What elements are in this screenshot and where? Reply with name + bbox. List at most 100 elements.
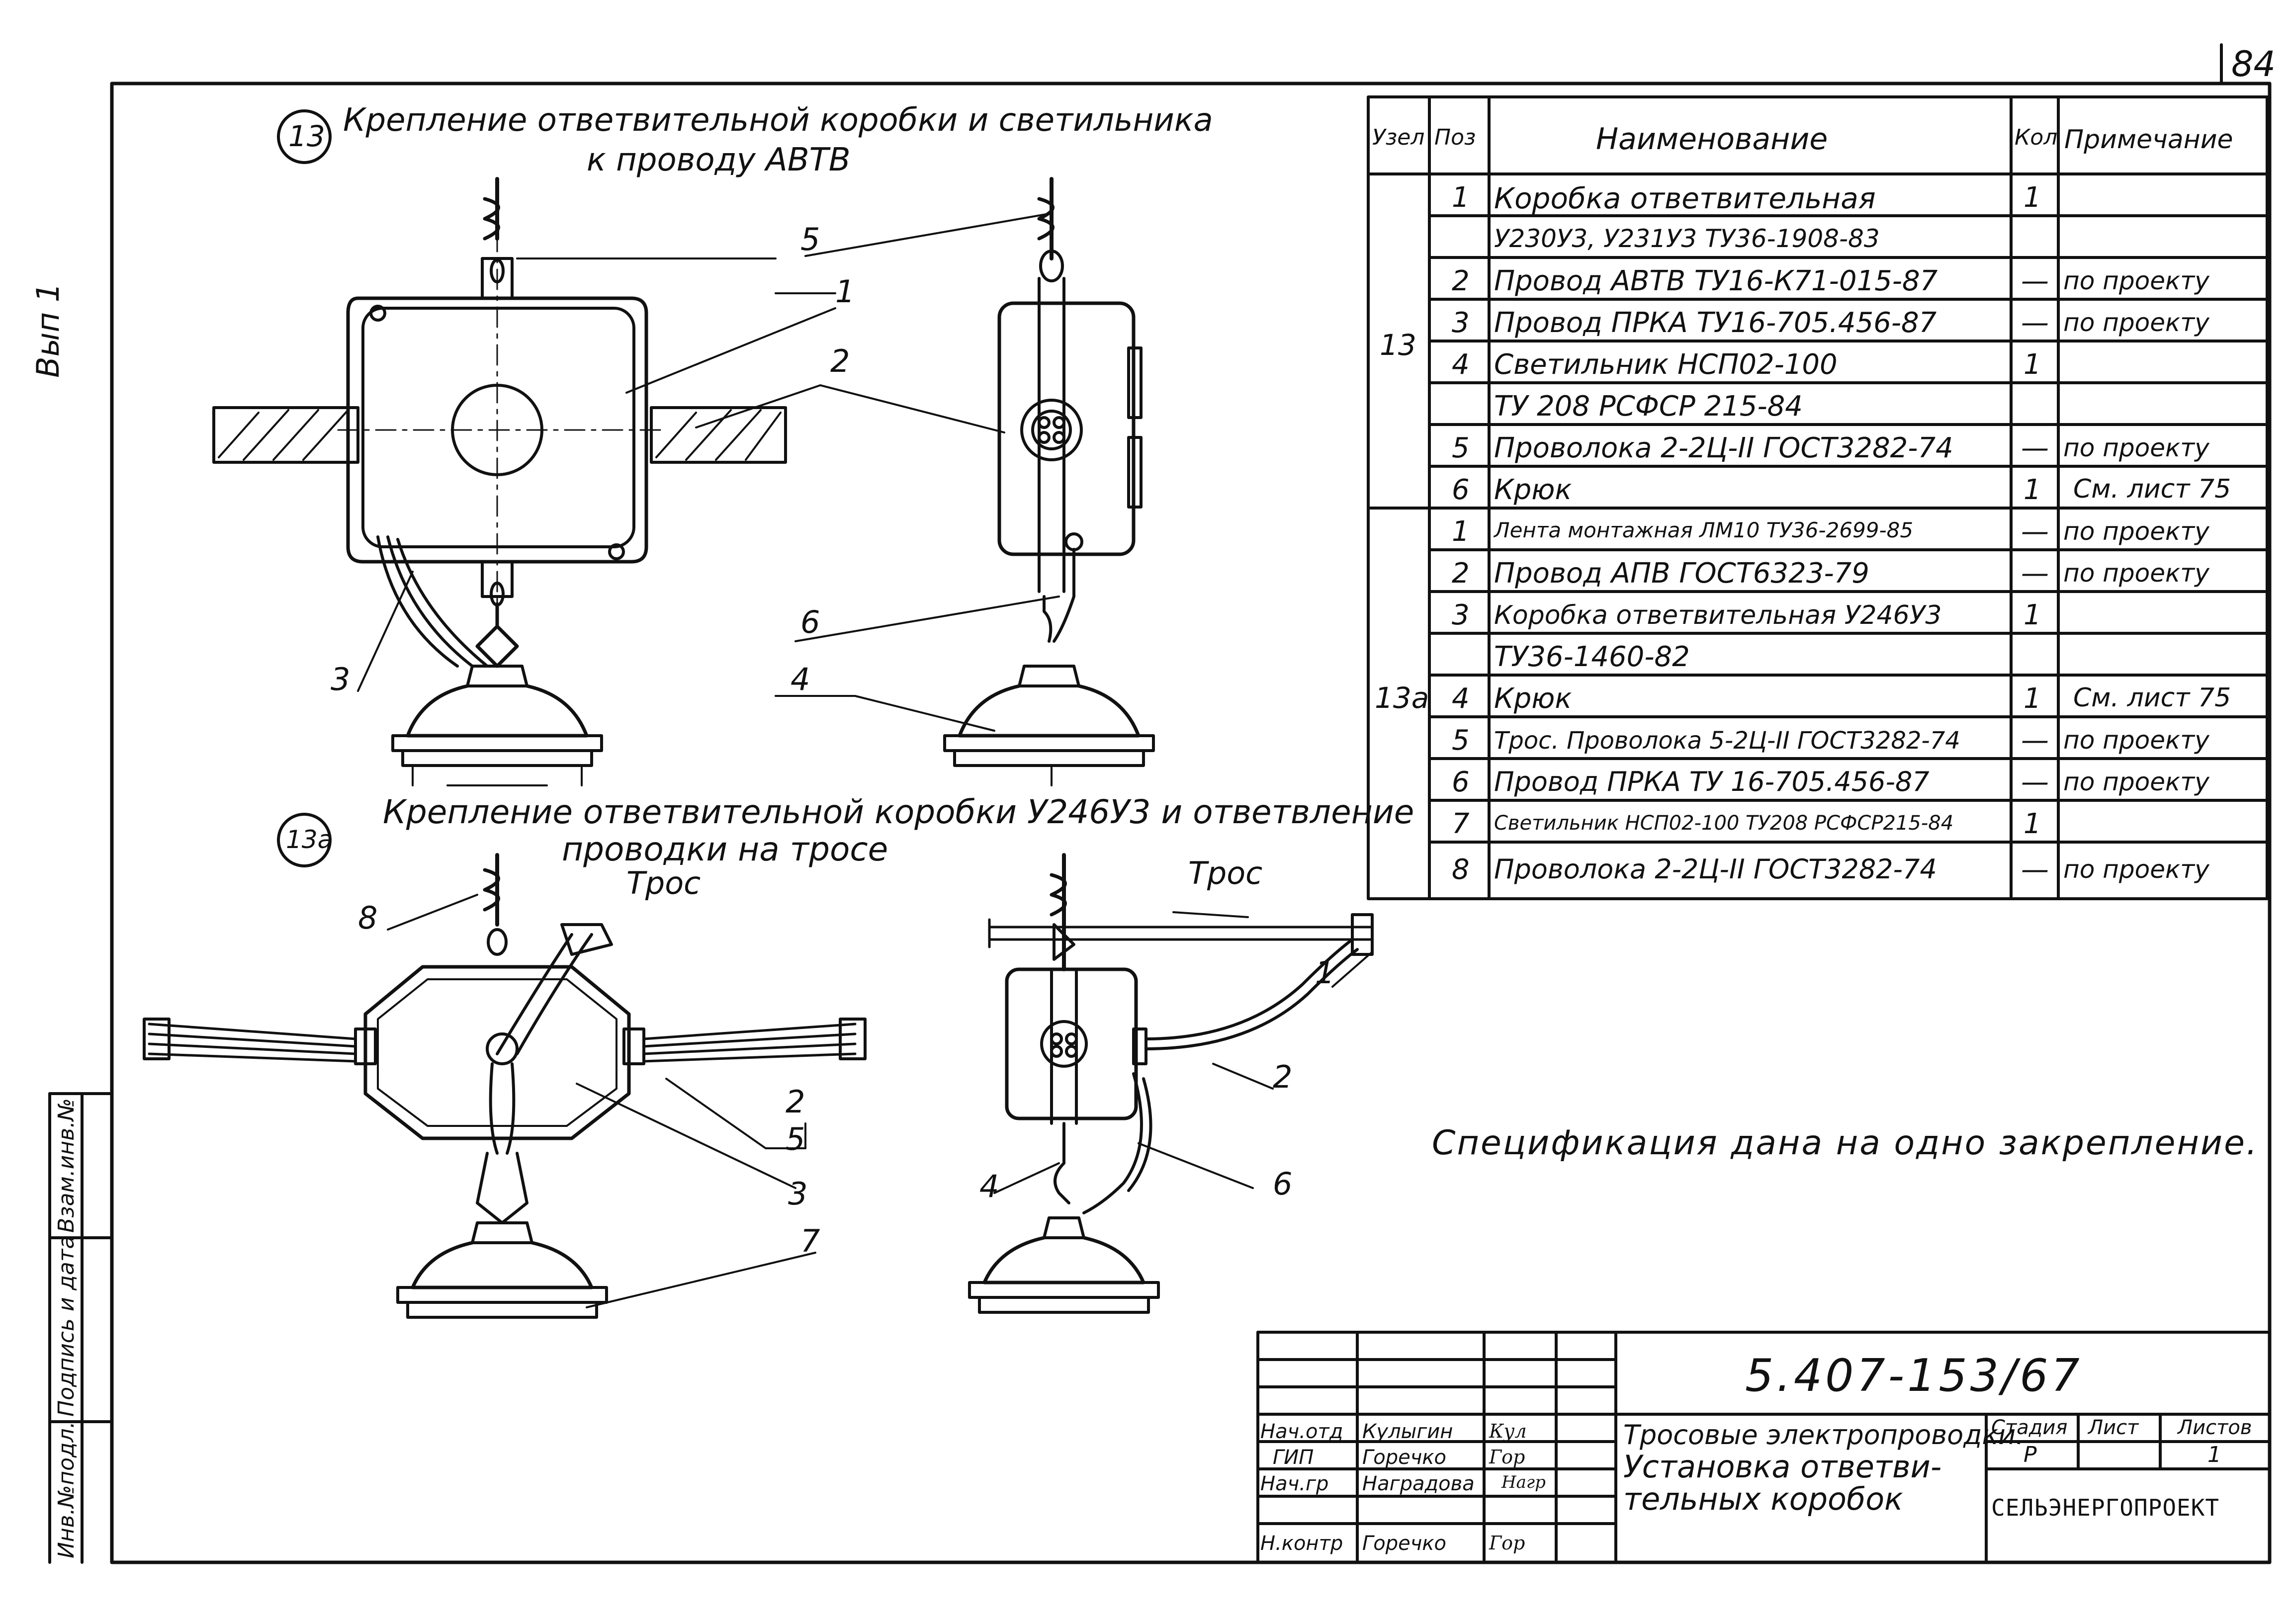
callout-13-1: 1 [835,273,855,310]
callout-13a-1: 1 [1315,954,1335,991]
spec-row-name: У230У3, У231У3 ТУ36-1908-83 [1494,224,1880,253]
spec-row-pos: 3 [1452,599,1470,631]
callout-13-3: 3 [331,661,351,697]
doc-code: 5.407-153/67 [1745,1350,2083,1402]
role-signature: Гор [1489,1446,1525,1468]
sheets-label: Листов [2178,1416,2252,1439]
doc-title-line3: тельных коробок [1623,1481,1903,1517]
section-13-title-line2: к проводу АВТВ [587,142,851,178]
spec-row-note: по проекту [2063,768,2209,796]
callout-13a-8: 8 [358,900,378,936]
spec-row-name: Светильник НСП02-100 [1494,348,1838,381]
spec-row-name: Провод АВТВ ТУ16-К71-015-87 [1494,265,1938,297]
spec-row-pos: 7 [1452,808,1470,840]
spec-row-name: Провод ПРКА ТУ16-705.456-87 [1494,307,1937,339]
role-signature: Кул [1489,1420,1527,1442]
callout-13a-2-right: 2 [1273,1059,1293,1095]
callout-13a-5: 5 [786,1121,805,1157]
spec-row-pos: 1 [1452,181,1470,214]
section-13a-marker [277,813,332,867]
section-13-number: 13 [288,119,325,153]
spec-row-name: Лента монтажная ЛМ10 ТУ36-2699-85 [1494,518,1914,542]
spec-header-qty: Кол [2015,125,2058,150]
spec-row-note: по проекту [2063,855,2209,884]
spec-row-qty: 1 [2024,474,2041,506]
spec-row-note: по проекту [2063,266,2209,295]
spec-header-node: Узел [1372,125,1425,150]
section-13-title-line1: Крепление ответвительной коробки и свети… [343,102,1213,139]
role-name: Горечко [1362,1446,1447,1469]
spec-header-pos: Поз [1434,125,1476,150]
role-signature: Нагр [1501,1472,1546,1492]
role-label: Нач.отд [1260,1420,1343,1443]
callout-13a-6: 6 [1273,1166,1293,1202]
stage-value: Р [2024,1442,2037,1467]
spec-header-name: Наименование [1596,122,1828,157]
sheet-frame [110,82,2272,1564]
callout-13a-2-left: 2 [786,1084,805,1120]
sheets-value: 1 [2207,1442,2221,1467]
spec-row-pos: 8 [1452,854,1470,886]
spec-row-pos: 5 [1452,432,1470,464]
spec-row-pos: 6 [1452,766,1470,798]
stage-label: Стадия [1991,1416,2068,1439]
section-13-marker [277,109,332,164]
spec-row-note: См. лист 75 [2073,683,2231,713]
drawing-13a-front-view [143,853,867,1319]
spec-row-note: по проекту [2063,517,2209,546]
spec-row-note: См. лист 75 [2073,474,2231,504]
tros-label-left: Трос [626,865,701,901]
spec-row-name: Светильник НСП02-100 ТУ208 РСФСР215-84 [1494,812,1954,835]
side-stamp-col1: Инв.№подл. [54,1421,79,1558]
role-signature: Гор [1489,1532,1525,1554]
spec-row-qty: — [2021,724,2049,757]
spec-row-name: Коробка ответвительная [1494,181,1876,215]
callout-13-5: 5 [800,221,820,257]
sheet-number: 84 [2231,44,2276,85]
section-13a-title-line2: проводки на тросе [562,830,888,868]
spec-row-pos: 4 [1452,683,1470,715]
callout-13a-7: 7 [800,1223,820,1259]
spec-node-13: 13 [1380,328,1416,362]
spec-row-name: ТУ 208 РСФСР 215-84 [1494,390,1803,423]
spec-row-qty: — [2021,432,2049,464]
title-block-grid [1256,1331,2271,1564]
callout-13a-4: 4 [979,1168,999,1204]
spec-table-grid [1367,95,2269,900]
spec-row-name: Трос. Проволока 5-2Ц-II ГОСТ3282-74 [1494,727,1960,755]
spec-row-name: Провод ПРКА ТУ 16-705.456-87 [1494,766,1930,797]
vyp-label: Вып 1 [30,282,66,378]
organization: СЕЛЬЭНЕРГОПРОЕКТ [1991,1494,2220,1521]
side-stamp-grid [48,1092,113,1564]
drawing-13-front-view [212,177,1050,786]
spec-row-pos: 5 [1452,724,1470,757]
spec-row-note: по проекту [2063,559,2209,588]
spec-row-note: по проекту [2063,308,2209,337]
role-name: Горечко [1362,1532,1447,1555]
callout-13a-3: 3 [788,1176,808,1212]
spec-row-pos: 2 [1452,557,1470,590]
spec-row-pos: 6 [1452,474,1470,506]
doc-title-line2: Установка ответви- [1623,1449,1942,1485]
spec-note: Спецификация дана на одно закрепление. [1432,1123,2259,1163]
spec-row-name: Проволока 2-2Ц-II ГОСТ3282-74 [1494,854,1937,885]
callout-13-6: 6 [800,604,820,640]
spec-header-note: Примечание [2064,125,2233,155]
spec-row-note: по проекту [2063,726,2209,755]
spec-row-qty: — [2021,854,2049,886]
drawing-13-side-view [775,177,1155,786]
spec-row-qty: — [2021,307,2049,339]
spec-row-qty: 1 [2024,808,2041,840]
spec-row-qty: 1 [2024,348,2041,381]
role-label: ГИП [1273,1446,1314,1469]
callout-13-2: 2 [830,343,850,379]
side-stamp-col2: Подпись и дата [54,1235,79,1417]
drawing-13a-side-view [968,853,1374,1314]
spec-row-qty: — [2021,557,2049,590]
spec-row-pos: 3 [1452,307,1470,339]
section-13a-title-line1: Крепление ответвительной коробки У246У3 … [383,793,1414,831]
spec-row-name: Крюк [1494,683,1572,715]
spec-row-qty: 1 [2024,181,2041,214]
spec-row-qty: — [2021,515,2049,548]
